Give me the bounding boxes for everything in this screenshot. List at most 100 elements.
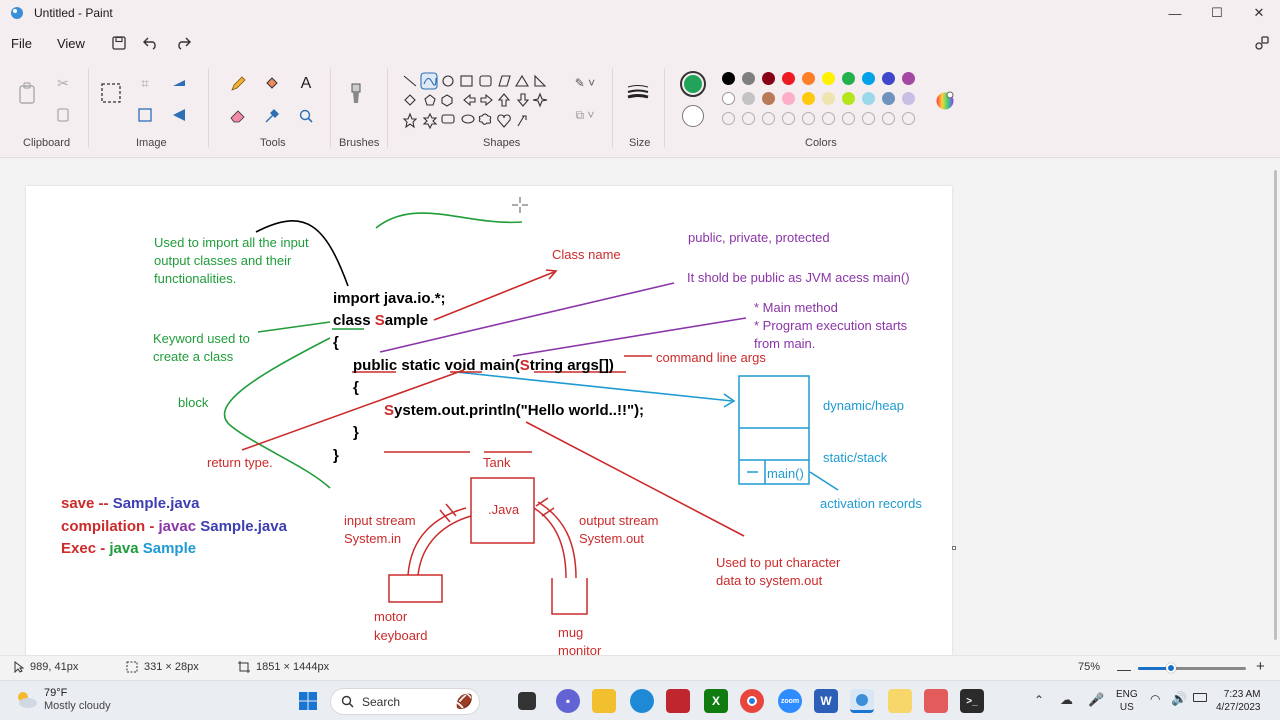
fill-style-icon[interactable]: ⧉ ˅	[575, 107, 595, 122]
palette-empty-slot[interactable]	[902, 112, 915, 125]
file-explorer-icon[interactable]	[592, 689, 616, 713]
zoom-slider-thumb[interactable]	[1166, 663, 1176, 673]
eraser-icon[interactable]	[228, 106, 248, 126]
flip-icon[interactable]	[170, 106, 188, 124]
text-icon[interactable]: A	[300, 75, 312, 92]
palette-swatch[interactable]	[722, 72, 735, 85]
menu-file[interactable]: File	[11, 35, 32, 51]
canvas-resize-handle[interactable]	[952, 546, 956, 550]
select-icon[interactable]	[100, 82, 122, 104]
task-view-icon[interactable]	[518, 692, 536, 710]
palette-swatch[interactable]	[762, 92, 775, 105]
shapes-gallery[interactable]	[400, 72, 550, 132]
palette-swatch[interactable]	[842, 92, 855, 105]
size-icon[interactable]	[626, 82, 650, 102]
palette-empty-slot[interactable]	[722, 112, 735, 125]
palette-empty-slot[interactable]	[782, 112, 795, 125]
terminal-icon[interactable]: >_	[960, 689, 984, 713]
start-icon[interactable]	[296, 689, 320, 713]
zoom-in-button[interactable]: +	[1256, 658, 1265, 675]
palette-swatch[interactable]	[882, 92, 895, 105]
maximize-button[interactable]: ☐	[1211, 5, 1223, 20]
paint-taskbar-icon[interactable]	[850, 689, 874, 713]
tray-chevron-icon[interactable]: ⌃	[1034, 693, 1045, 707]
palette-swatch[interactable]	[742, 72, 755, 85]
palette-swatch[interactable]	[802, 72, 815, 85]
pencil-icon[interactable]	[228, 74, 248, 94]
word-icon[interactable]: W	[814, 689, 838, 713]
main-note-line2: * Program execution starts	[754, 318, 908, 333]
clock[interactable]: 7:23 AM 4/27/2023	[1216, 688, 1261, 714]
secondary-color-swatch[interactable]	[682, 105, 704, 127]
minimize-button[interactable]: —	[1168, 5, 1182, 21]
crop-icon[interactable]: ⌗	[141, 74, 149, 91]
chrome-icon[interactable]	[740, 689, 764, 713]
vertical-scrollbar[interactable]	[1274, 170, 1277, 640]
magnifier-icon[interactable]	[296, 106, 316, 126]
paste-icon[interactable]	[16, 80, 38, 106]
palette-empty-slot[interactable]	[802, 112, 815, 125]
palette-empty-slot[interactable]	[762, 112, 775, 125]
palette-swatch[interactable]	[782, 72, 795, 85]
xbox-icon[interactable]: X	[704, 689, 728, 713]
zoom-slider[interactable]	[1138, 663, 1246, 673]
rotate-icon[interactable]	[170, 74, 188, 92]
crosshair-cursor-icon	[512, 197, 528, 213]
tray-mic-icon[interactable]: 🎤	[1088, 692, 1105, 707]
fill-icon[interactable]	[262, 74, 282, 94]
group-label-size: Size	[629, 137, 651, 149]
palette-swatch[interactable]	[902, 92, 915, 105]
palette-empty-slot[interactable]	[862, 112, 875, 125]
weather-widget[interactable]: 79°F Mostly cloudy	[14, 687, 111, 713]
share-icon[interactable]	[1250, 31, 1274, 55]
menu-view[interactable]: View	[56, 35, 85, 51]
wifi-icon[interactable]: ◠	[1150, 692, 1161, 706]
palette-swatch[interactable]	[822, 92, 835, 105]
redo-icon[interactable]	[171, 31, 195, 55]
palette-empty-slot[interactable]	[842, 112, 855, 125]
palette-swatch[interactable]	[742, 92, 755, 105]
palette-swatch[interactable]	[782, 92, 795, 105]
import-note-line3: functionalities.	[154, 271, 236, 286]
selection-size: 331 × 28px	[126, 661, 199, 673]
palette-empty-slot[interactable]	[822, 112, 835, 125]
brush-icon[interactable]	[346, 80, 366, 110]
palette-empty-slot[interactable]	[742, 112, 755, 125]
palette-swatch[interactable]	[862, 92, 875, 105]
snipping-tool-icon[interactable]	[924, 689, 948, 713]
taskbar: 79°F Mostly cloudy Search 🏈 ▪ X zoom W >…	[0, 680, 1280, 720]
photos-icon[interactable]	[888, 689, 912, 713]
terminal-red-icon[interactable]	[666, 689, 690, 713]
drawing-canvas[interactable]: import java.io.*; class Sample { public …	[26, 186, 952, 655]
palette-swatch[interactable]	[722, 92, 735, 105]
close-button[interactable]: ✕	[1253, 5, 1265, 20]
zoom-app-icon[interactable]: zoom	[778, 689, 802, 713]
copy-icon[interactable]	[54, 106, 72, 124]
palette-swatch[interactable]	[802, 92, 815, 105]
palette-empty-slot[interactable]	[882, 112, 895, 125]
palette-swatch[interactable]	[822, 72, 835, 85]
palette-swatch[interactable]	[862, 72, 875, 85]
palette-swatch[interactable]	[762, 72, 775, 85]
undo-icon[interactable]	[139, 31, 163, 55]
palette-swatch[interactable]	[842, 72, 855, 85]
battery-icon[interactable]	[1193, 693, 1207, 702]
edge-icon[interactable]	[630, 689, 654, 713]
save-icon[interactable]	[107, 31, 131, 55]
palette-swatch[interactable]	[882, 72, 895, 85]
taskbar-search[interactable]: Search 🏈	[330, 688, 480, 715]
weather-temp: 79°F	[44, 687, 68, 699]
cut-icon[interactable]: ✂	[57, 74, 69, 91]
volume-icon[interactable]: 🔊	[1171, 691, 1188, 706]
language-indicator[interactable]: ENG US	[1116, 688, 1138, 714]
palette-swatch[interactable]	[902, 72, 915, 85]
primary-color-swatch[interactable]	[680, 71, 706, 97]
static-stack-label: static/stack	[823, 450, 888, 465]
color-picker-icon[interactable]	[262, 106, 282, 126]
edit-colors-icon[interactable]	[934, 90, 956, 112]
resize-icon[interactable]	[136, 106, 154, 124]
zoom-out-button[interactable]: —	[1117, 661, 1131, 677]
tray-cloud-icon[interactable]: ☁	[1060, 692, 1073, 707]
teams-chat-icon[interactable]: ▪	[556, 689, 580, 713]
outline-icon[interactable]: ✎ ˅	[574, 76, 596, 90]
